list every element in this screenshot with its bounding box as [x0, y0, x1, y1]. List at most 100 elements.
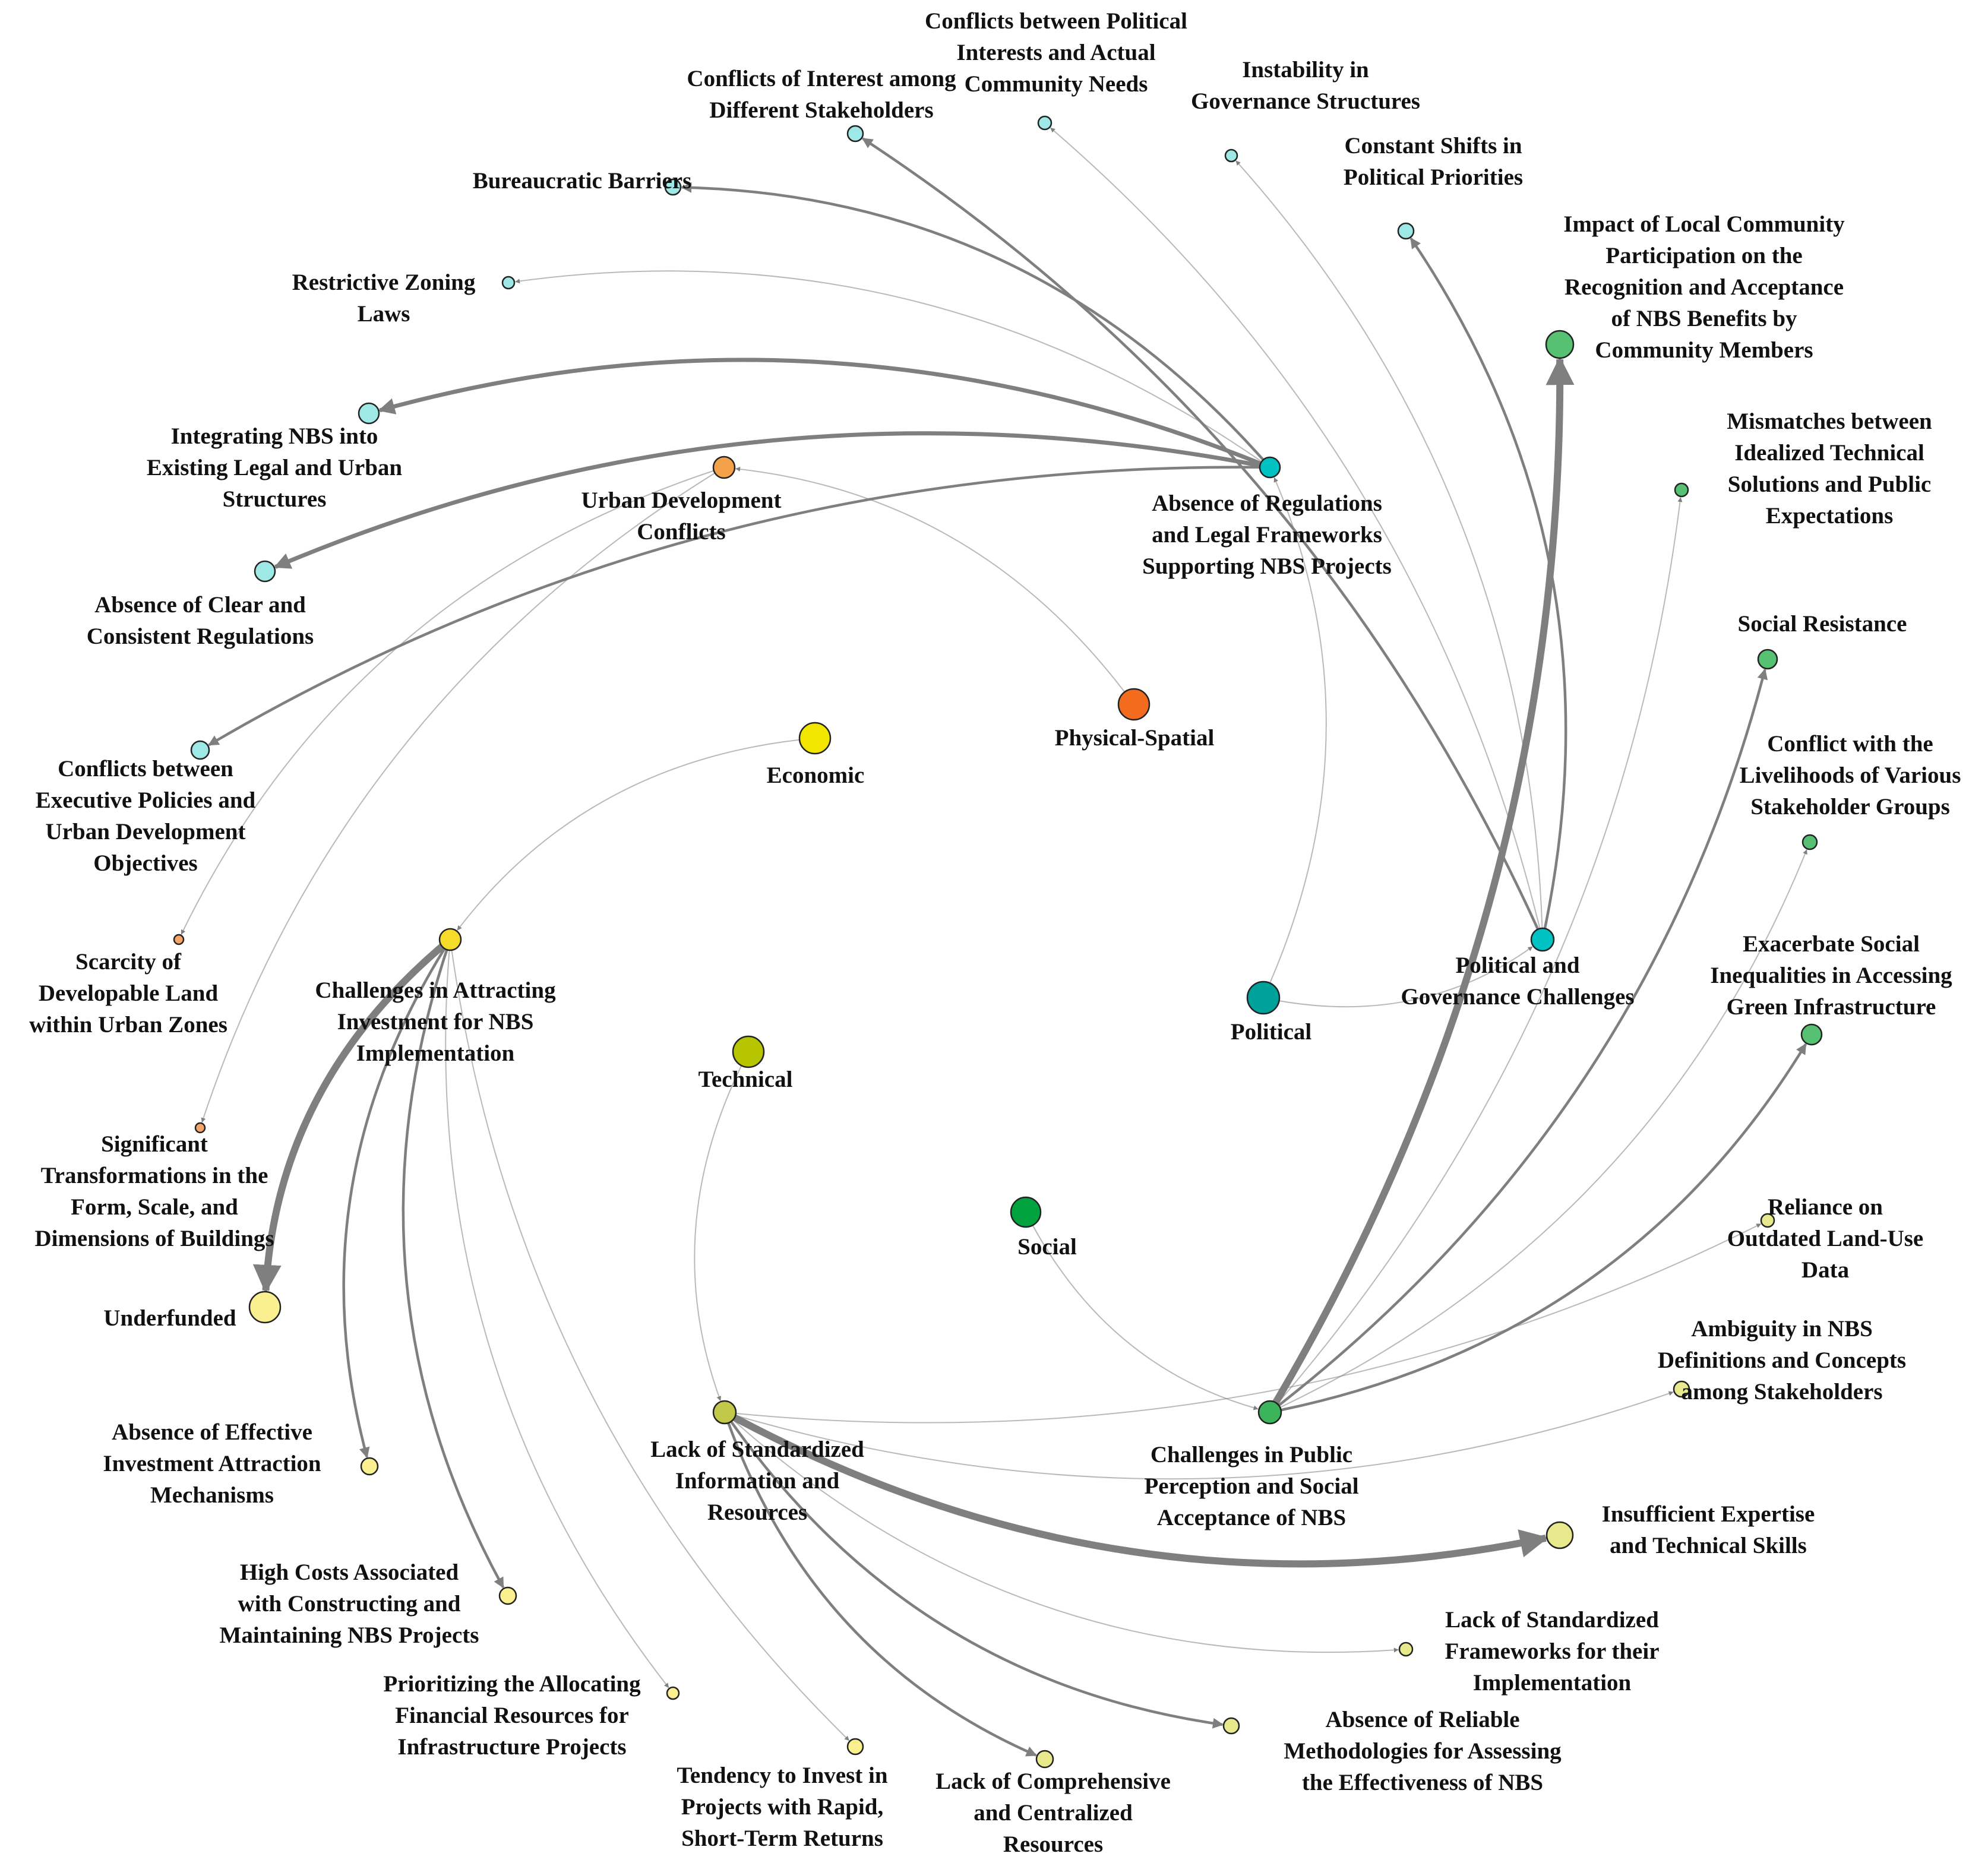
node-scarcity[interactable] — [173, 934, 185, 945]
node-underfunded[interactable] — [248, 1291, 282, 1324]
node-comprehensive[interactable] — [1035, 1750, 1054, 1769]
node-rapid[interactable] — [846, 1738, 864, 1756]
edge-technical-to-lack-std — [694, 1051, 749, 1402]
node-transform[interactable] — [194, 1122, 206, 1134]
node-absence-clear[interactable] — [254, 560, 276, 583]
edge-lack-std-to-methodologies — [723, 1411, 1224, 1729]
node-physical[interactable] — [1117, 688, 1151, 721]
edge-economic-to-attract-inv — [457, 738, 816, 931]
nodes-layer — [173, 115, 1823, 1769]
edge-pol-gov-to-conf-interest — [862, 137, 1544, 940]
node-instability[interactable] — [1224, 148, 1238, 163]
edge-political-to-absence-reg — [1263, 477, 1327, 998]
node-methodologies[interactable] — [1222, 1717, 1240, 1735]
edge-absence-reg-to-absence-clear — [273, 431, 1270, 569]
edge-public-perc-to-livelihoods — [1269, 849, 1807, 1413]
node-frameworks[interactable] — [1398, 1642, 1414, 1657]
node-high-costs[interactable] — [498, 1586, 517, 1605]
edge-pol-gov-to-conf-pol-int — [1050, 127, 1543, 940]
node-inequalities[interactable] — [1800, 1023, 1823, 1046]
node-bureaucratic[interactable] — [664, 178, 682, 196]
node-public-perc[interactable] — [1257, 1400, 1282, 1425]
edge-political-to-pol-gov — [1263, 946, 1533, 1008]
node-zoning[interactable] — [501, 276, 516, 290]
edge-attract-inv-to-inv-mech — [342, 938, 451, 1459]
edge-attract-inv-to-prioritizing — [445, 939, 669, 1688]
edges-layer — [181, 127, 1807, 1757]
edge-public-perc-to-resistance — [1269, 668, 1768, 1413]
node-social[interactable] — [1010, 1196, 1042, 1228]
edge-pol-gov-to-instability — [1235, 160, 1543, 940]
label-bureaucratic: Bureaucratic Barriers — [473, 168, 692, 194]
edge-absence-reg-to-bureaucratic — [681, 182, 1271, 469]
edge-public-perc-to-mismatches — [1269, 497, 1683, 1413]
node-prioritizing[interactable] — [666, 1686, 680, 1700]
label-resistance: Social Resistance — [1738, 611, 1907, 637]
node-urban-dev[interactable] — [712, 456, 736, 479]
node-shifts[interactable] — [1397, 222, 1415, 240]
node-conf-exec[interactable] — [190, 740, 210, 760]
node-pol-gov[interactable] — [1530, 927, 1555, 952]
node-attract-inv[interactable] — [438, 928, 462, 951]
node-ambiguity[interactable] — [1673, 1380, 1690, 1398]
node-expertise[interactable] — [1545, 1521, 1574, 1549]
edge-urban-dev-to-scarcity — [181, 467, 725, 935]
label-physical: Physical-Spatial — [1055, 725, 1215, 751]
labels-layer: PoliticalPhysical-SpatialEconomicTechnic… — [29, 8, 1961, 1857]
node-integrating[interactable] — [358, 402, 380, 425]
node-conf-pol-int[interactable] — [1037, 115, 1053, 131]
edge-public-perc-to-participation — [1266, 356, 1575, 1415]
node-political[interactable] — [1246, 981, 1281, 1015]
node-outdated[interactable] — [1760, 1213, 1775, 1228]
edge-attract-inv-to-high-costs — [402, 939, 505, 1589]
node-technical[interactable] — [732, 1035, 765, 1068]
edge-social-to-public-perc — [1025, 1212, 1259, 1410]
edge-lack-std-to-outdated — [724, 1223, 1762, 1424]
node-economic[interactable] — [798, 722, 832, 755]
edge-absence-reg-to-conf-exec — [208, 466, 1270, 747]
node-lack-std[interactable] — [712, 1400, 737, 1425]
node-participation[interactable] — [1545, 330, 1575, 359]
edge-lack-std-to-ambiguity — [724, 1391, 1674, 1480]
edge-attract-inv-to-rapid — [450, 939, 850, 1741]
label-economic: Economic — [767, 763, 865, 788]
node-conf-interest[interactable] — [846, 125, 864, 143]
node-mismatches[interactable] — [1674, 482, 1689, 498]
edge-pol-gov-to-shifts — [1409, 237, 1567, 940]
edge-public-perc-to-inequalities — [1269, 1043, 1807, 1414]
label-political: Political — [1231, 1019, 1312, 1045]
node-livelihoods[interactable] — [1801, 834, 1818, 850]
node-absence-reg[interactable] — [1259, 456, 1281, 479]
node-inv-mech[interactable] — [360, 1457, 379, 1476]
edge-absence-reg-to-integrating — [378, 358, 1271, 470]
edge-urban-dev-to-transform — [201, 467, 725, 1123]
node-resistance[interactable] — [1757, 649, 1778, 670]
